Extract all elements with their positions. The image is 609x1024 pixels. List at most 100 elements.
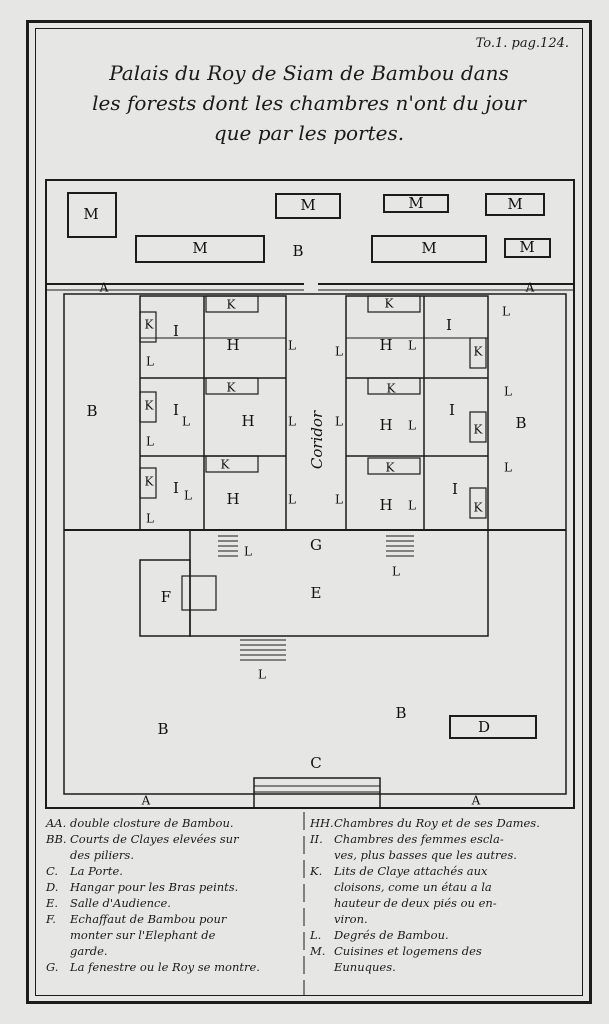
gate-c: [253, 777, 381, 809]
label-h: H: [241, 412, 254, 430]
legend-entry: K.Lits de Claye attachés aux: [310, 863, 582, 879]
label-l: L: [182, 415, 190, 429]
legend-right: HH.Chambres du Roy et de ses Dames.II.Ch…: [310, 815, 582, 975]
label-g: G: [310, 536, 322, 554]
legend-entry: hauteur de deux piés ou en-: [310, 895, 582, 911]
legend-key: [310, 911, 334, 927]
label-k: K: [474, 423, 484, 437]
label-a: A: [471, 794, 481, 808]
label-h: H: [226, 490, 239, 508]
label-i: I: [449, 401, 455, 419]
hangar-d: [449, 715, 537, 739]
legend-text: Echaffaut de Bambou pour: [70, 912, 227, 926]
stair-hatch-1: [218, 535, 238, 557]
legend-entry: M.Cuisines et logemens des: [310, 943, 582, 959]
legend-text: Salle d'Audience.: [70, 896, 171, 910]
label-e: E: [311, 584, 322, 602]
label-i: I: [446, 316, 452, 334]
label-l: L: [184, 489, 192, 503]
legend-key: II.: [310, 832, 323, 846]
legend-text: Cuisines et logemens des: [334, 944, 482, 958]
label-c: C: [310, 754, 321, 772]
legend-entry: L.Degrés de Bambou.: [310, 927, 582, 943]
legend-text: Courts de Clayes elevées sur: [70, 832, 239, 846]
legend-key: [46, 927, 70, 943]
label-a: A: [99, 281, 109, 295]
legend-text: hauteur de deux piés ou en-: [334, 896, 497, 910]
legend-key: C.: [46, 864, 59, 878]
legend-text: garde.: [70, 944, 108, 958]
legend-entry: ves, plus basses que les autres.: [310, 847, 582, 863]
building-m-6: [371, 235, 487, 263]
legend-entry: viron.: [310, 911, 582, 927]
legend-text: Chambres des femmes escla-: [334, 832, 504, 846]
left-apartments: [139, 295, 287, 531]
label-k: K: [227, 298, 237, 312]
legend-entry: garde.: [46, 943, 302, 959]
legend-text: ves, plus basses que les autres.: [334, 848, 517, 862]
label-k: K: [386, 461, 396, 475]
plan-labels: M M M M M M M B B B B B A A A A C D E F …: [83, 194, 534, 808]
legend-text: double closture de Bambou.: [70, 816, 234, 830]
legend-entry: Eunuques.: [310, 959, 582, 975]
legend-entry: D. Hangar pour les Bras peints.: [46, 879, 302, 895]
label-m: M: [83, 205, 98, 223]
label-h: H: [379, 416, 392, 434]
legend-text: des piliers.: [70, 848, 134, 862]
building-m-1: [67, 192, 117, 238]
legend-text: La fenestre ou le Roy se montre.: [70, 960, 260, 974]
legend-text: viron.: [334, 912, 368, 926]
label-l: L: [288, 493, 296, 507]
legend-entry: AA.double closture de Bambou.: [46, 815, 302, 831]
label-m: M: [421, 239, 436, 257]
legend-key: HH.: [310, 816, 334, 830]
building-m-2: [275, 193, 341, 219]
label-k: K: [145, 399, 155, 413]
title-line-1: Palais du Roy de Siam de Bambou dans: [109, 61, 509, 85]
legend-key: E.: [46, 896, 59, 910]
outer-enclosure: [45, 179, 575, 809]
legend-left: AA.double closture de Bambou.BB.Courts d…: [46, 815, 302, 975]
label-l: L: [504, 385, 512, 399]
legend-entry: des piliers.: [46, 847, 302, 863]
label-i: I: [452, 480, 458, 498]
legend-key: [310, 959, 334, 975]
label-l: L: [288, 339, 296, 353]
label-b: B: [157, 720, 168, 738]
label-d: D: [478, 718, 490, 736]
legend-key: D.: [46, 880, 59, 894]
legend-key: [310, 879, 334, 895]
label-k: K: [387, 382, 397, 396]
legend-entry: BB.Courts de Clayes elevées sur: [46, 831, 302, 847]
label-l: L: [502, 305, 510, 319]
legend-text: Lits de Claye attachés aux: [334, 864, 488, 878]
label-b: B: [515, 414, 526, 432]
label-h: H: [379, 336, 392, 354]
label-l: L: [408, 499, 416, 513]
legend-key: BB.: [46, 832, 67, 846]
label-l: L: [146, 512, 154, 526]
legend-text: Hangar pour les Bras peints.: [70, 880, 239, 894]
building-m-7: [504, 238, 551, 258]
label-i: I: [173, 401, 179, 419]
page-reference: To.1. pag.124.: [475, 36, 569, 51]
plate-title: Palais du Roy de Siam de Bambou dans les…: [44, 58, 574, 148]
label-i: I: [173, 479, 179, 497]
label-k: K: [221, 458, 231, 472]
legend-entry: F.Echaffaut de Bambou pour: [46, 911, 302, 927]
label-b: B: [292, 242, 303, 260]
legend-entry: cloisons, come un étau a la: [310, 879, 582, 895]
legend-key: L.: [310, 928, 322, 942]
label-a: A: [525, 281, 535, 295]
label-l: L: [504, 461, 512, 475]
label-l: L: [335, 345, 343, 359]
building-m-3: [383, 194, 449, 213]
label-k: K: [474, 501, 484, 515]
label-corridor: Coridor: [308, 410, 326, 469]
inner-frame: [35, 28, 583, 996]
label-k: K: [474, 345, 484, 359]
stair-hatch-2: [386, 535, 414, 557]
legend-entry: E. Salle d'Audience.: [46, 895, 302, 911]
